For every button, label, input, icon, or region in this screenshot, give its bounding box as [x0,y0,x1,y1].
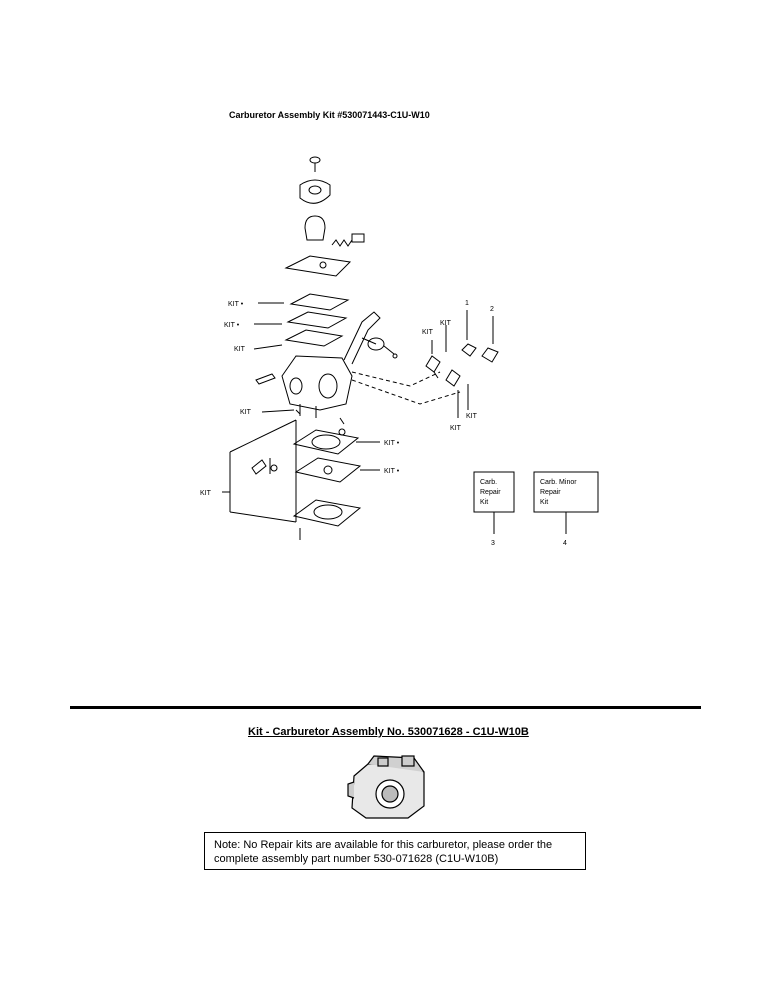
diaphragm-upper [286,311,348,329]
exploded-carburetor-diagram: KIT • KIT • KIT KIT KIT • KIT • KIT KIT … [200,156,599,547]
svg-text:KIT: KIT [466,413,478,420]
svg-text:KIT •: KIT • [384,440,400,447]
note-line-1: Note: No Repair kits are available for t… [214,839,553,851]
gasket-mid [284,329,344,347]
limiter-cap-2 [481,347,499,363]
svg-text:KIT: KIT [240,409,252,416]
svg-text:KIT •: KIT • [228,301,244,308]
svg-text:KIT: KIT [450,425,462,432]
svg-text:3: 3 [491,540,495,547]
limiter-cap-1 [461,343,477,357]
pump-cover-plate [284,255,352,277]
svg-text:Carb.: Carb. [480,479,497,486]
lower-gasket [292,429,360,455]
metering-diaphragm [294,457,362,483]
adjust-screw-spring [331,233,365,247]
svg-text:KIT: KIT [200,490,212,497]
svg-text:Kit: Kit [540,499,548,506]
note-line-2: complete assembly part number 530-071628… [214,853,499,865]
svg-text:KIT: KIT [440,320,452,327]
svg-text:4: 4 [563,540,567,547]
svg-text:1: 1 [465,300,469,307]
svg-text:KIT •: KIT • [224,322,240,329]
diagram-title: Carburetor Assembly Kit #530071443-C1U-W… [229,110,430,120]
carburetor-body [281,355,353,418]
svg-text:KIT: KIT [422,329,434,336]
svg-text:Carb. Minor: Carb. Minor [540,479,577,486]
section-divider [70,706,701,709]
carb-repair-kit-label: Carb. Repair Kit [480,479,501,506]
primer-bulb [304,215,326,241]
low-needle [445,369,461,387]
svg-text:Kit: Kit [480,499,488,506]
carburetor-assembly-image [347,755,425,819]
primer-cover [299,179,331,204]
note-box: Note: No Repair kits are available for t… [204,832,586,870]
svg-text:2: 2 [490,306,494,313]
throttle-lever [343,311,395,365]
pin-left [255,373,276,385]
kit-assembly-title: Kit - Carburetor Assembly No. 530071628 … [248,726,529,738]
svg-text:KIT •: KIT • [384,468,400,475]
kit-labels: KIT • KIT • KIT KIT KIT • KIT • KIT KIT … [200,301,478,497]
gasket-upper [289,293,350,311]
reference-numbers: 1 2 3 4 [465,300,567,547]
metering-cover [292,499,362,527]
svg-text:Repair: Repair [480,489,501,496]
inlet-needle-parts [251,458,278,475]
svg-text:KIT: KIT [234,346,246,353]
high-needle [425,355,441,379]
top-screw [309,156,321,172]
carb-minor-repair-kit-label: Carb. Minor Repair Kit [540,479,577,506]
svg-text:Repair: Repair [540,489,561,496]
